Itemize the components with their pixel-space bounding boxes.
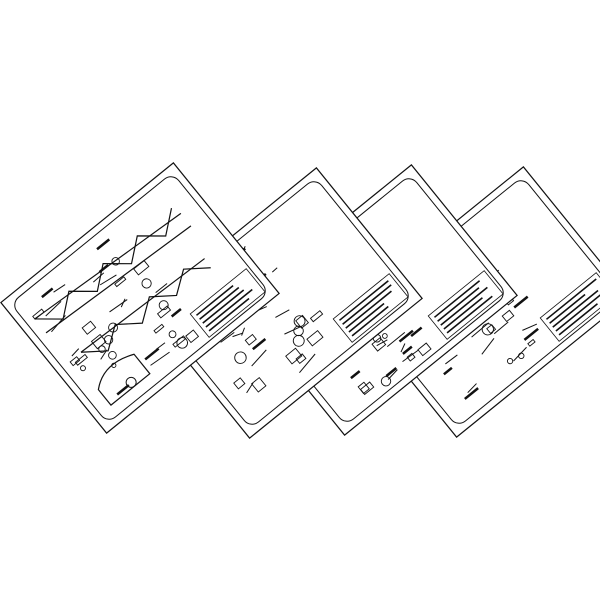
- title-block: [332, 273, 409, 343]
- title-block: [427, 270, 504, 340]
- title-block: [189, 268, 266, 338]
- title-block: [539, 272, 600, 342]
- drawing-linework: [32, 208, 211, 406]
- sheet-border: [14, 176, 266, 420]
- sheet-1: [0, 162, 280, 434]
- sheet-paper: [0, 162, 280, 434]
